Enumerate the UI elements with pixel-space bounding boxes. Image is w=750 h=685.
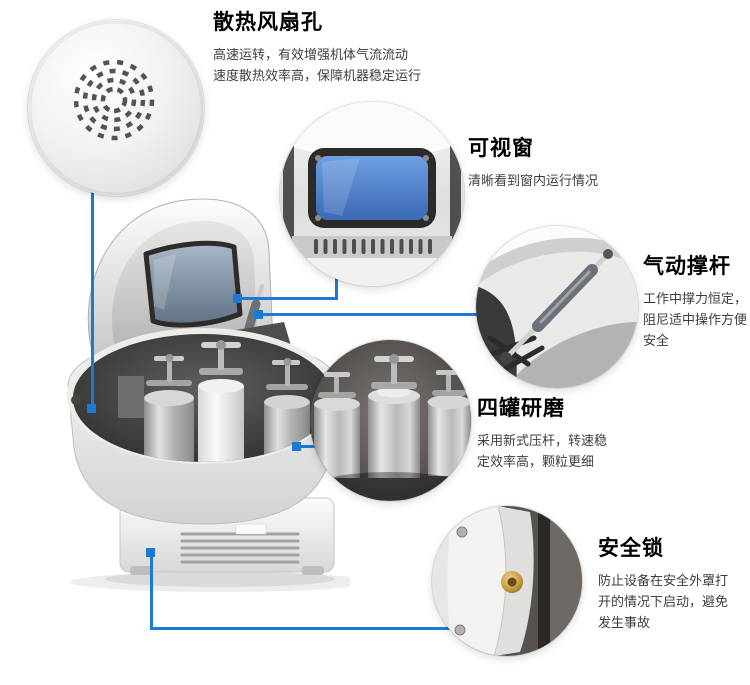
callout-desc-line: 开的情况下启动，避免: [598, 595, 729, 610]
callout-desc: 高速运转，有效增强机体气流流动 速度散热效率高，保障机器稳定运行: [213, 45, 421, 87]
callout-gas-strut: 气动撑杆 工作中撑力恒定， 阻尼适中操作方便 安全: [643, 250, 747, 352]
callout-title: 散热风扇孔: [213, 10, 323, 34]
vent-slots: [314, 239, 432, 254]
gas-strut-detail-photo: [476, 226, 638, 388]
callout-desc-line: 定效率高，颗粒更细: [477, 455, 595, 470]
marker-safety-lock: [146, 548, 155, 557]
marker-gas-strut: [254, 310, 263, 319]
callout-desc-line: 高速运转，有效增强机体气流流动: [213, 48, 409, 63]
fan-vent-hole: [71, 395, 81, 405]
connector-safety-lock-h: [150, 627, 462, 630]
marker-four-jar: [292, 442, 301, 451]
viewing-window-detail-photo: [280, 102, 464, 286]
callout-desc: 工作中撑力恒定， 阻尼适中操作方便 安全: [643, 289, 747, 352]
panel-screws: [454, 526, 468, 636]
linkage-arms: [487, 335, 545, 375]
callout-desc-line: 安全: [643, 334, 670, 349]
callout-viewing-window: 可视窗 清晰看到窗内运行情况: [468, 132, 598, 192]
callout-desc-line: 工作中撑力恒定，: [643, 292, 748, 307]
fan-grille-pattern: [73, 59, 155, 141]
gasket-strip: [538, 506, 550, 656]
callout-desc: 清晰看到窗内运行情况: [468, 171, 598, 192]
callout-four-jar-grinding: 四罐研磨 采用新式压杆，转速稳 定效率高，颗粒更细: [477, 392, 607, 473]
machine-label: [235, 523, 267, 535]
connector-safety-lock-v: [150, 552, 153, 630]
machine-photo: [67, 198, 350, 592]
machine-shadow: [70, 572, 350, 592]
machine-shadow-inner: [105, 571, 335, 587]
safety-lock-detail-photo: [432, 506, 582, 656]
callout-desc-line: 阻尼适中操作方便: [643, 313, 748, 328]
connector-fan-vent: [91, 190, 94, 408]
callout-fan-vent: 散热风扇孔 高速运转，有效增强机体气流流动 速度散热效率高，保障机器稳定运行: [213, 6, 421, 87]
window-screws: [315, 155, 429, 221]
strut-cylinder: [532, 264, 598, 332]
marker-viewing-window: [233, 294, 242, 303]
callout-desc-line: 防止设备在安全外罩打: [598, 574, 729, 589]
callout-title: 可视窗: [468, 136, 534, 160]
window-glass: [316, 156, 428, 220]
connector-gas-strut: [261, 313, 481, 316]
callout-safety-lock: 安全锁 防止设备在安全外罩打 开的情况下启动，避免 发生事故: [598, 532, 728, 634]
base-vents: [180, 532, 300, 564]
callout-desc-line: 清晰看到窗内运行情况: [468, 174, 599, 189]
connector-viewing-window-h: [240, 297, 338, 300]
marker-fan-vent: [87, 404, 96, 413]
callout-title: 安全锁: [598, 536, 664, 560]
callout-desc-line: 采用新式压杆，转速稳: [477, 434, 608, 449]
callout-desc: 防止设备在安全外罩打 开的情况下启动，避免 发生事故: [598, 571, 728, 634]
callout-desc-line: 发生事故: [598, 616, 651, 631]
grinding-jars-detail-photo: [310, 340, 471, 501]
callout-title: 四罐研磨: [477, 396, 565, 420]
callout-title: 气动撑杆: [643, 254, 731, 278]
callout-desc-line: 速度散热效率高，保障机器稳定运行: [213, 69, 422, 84]
fan-grille-detail-photo: [28, 20, 204, 196]
callout-desc: 采用新式压杆，转速稳 定效率高，颗粒更细: [477, 431, 607, 473]
lid-window-glass: [143, 240, 243, 328]
